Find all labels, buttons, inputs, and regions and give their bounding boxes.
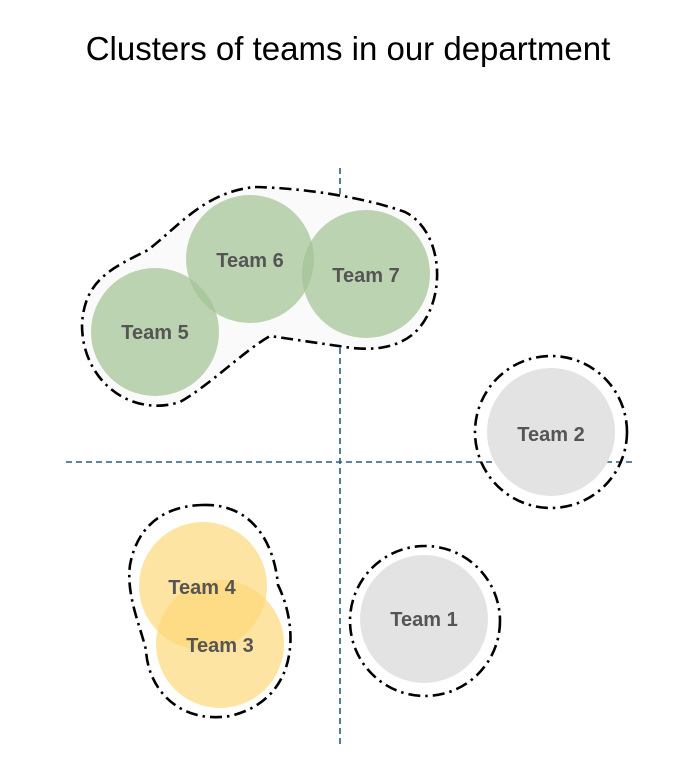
team-5-label: Team 5 bbox=[121, 322, 188, 344]
team-6-label: Team 6 bbox=[216, 250, 283, 272]
team-1-circle bbox=[360, 555, 488, 683]
team-7-label: Team 7 bbox=[332, 265, 399, 287]
cluster-outline-team-1 bbox=[348, 544, 502, 698]
team-3-label: Team 3 bbox=[186, 635, 253, 657]
team-3-circle bbox=[156, 580, 284, 708]
team-6-circle bbox=[186, 195, 314, 323]
cluster-outline-team-2 bbox=[473, 354, 629, 510]
diagram-title: Clusters of teams in our department bbox=[85, 30, 611, 67]
team-4-label: Team 4 bbox=[168, 577, 236, 599]
cluster-outline-yellow bbox=[128, 503, 292, 719]
team-5-circle bbox=[91, 268, 219, 396]
team-1-label: Team 1 bbox=[390, 609, 457, 631]
team-7-circle bbox=[302, 210, 430, 338]
team-2-label: Team 2 bbox=[517, 424, 584, 446]
team-2-circle bbox=[487, 368, 615, 496]
